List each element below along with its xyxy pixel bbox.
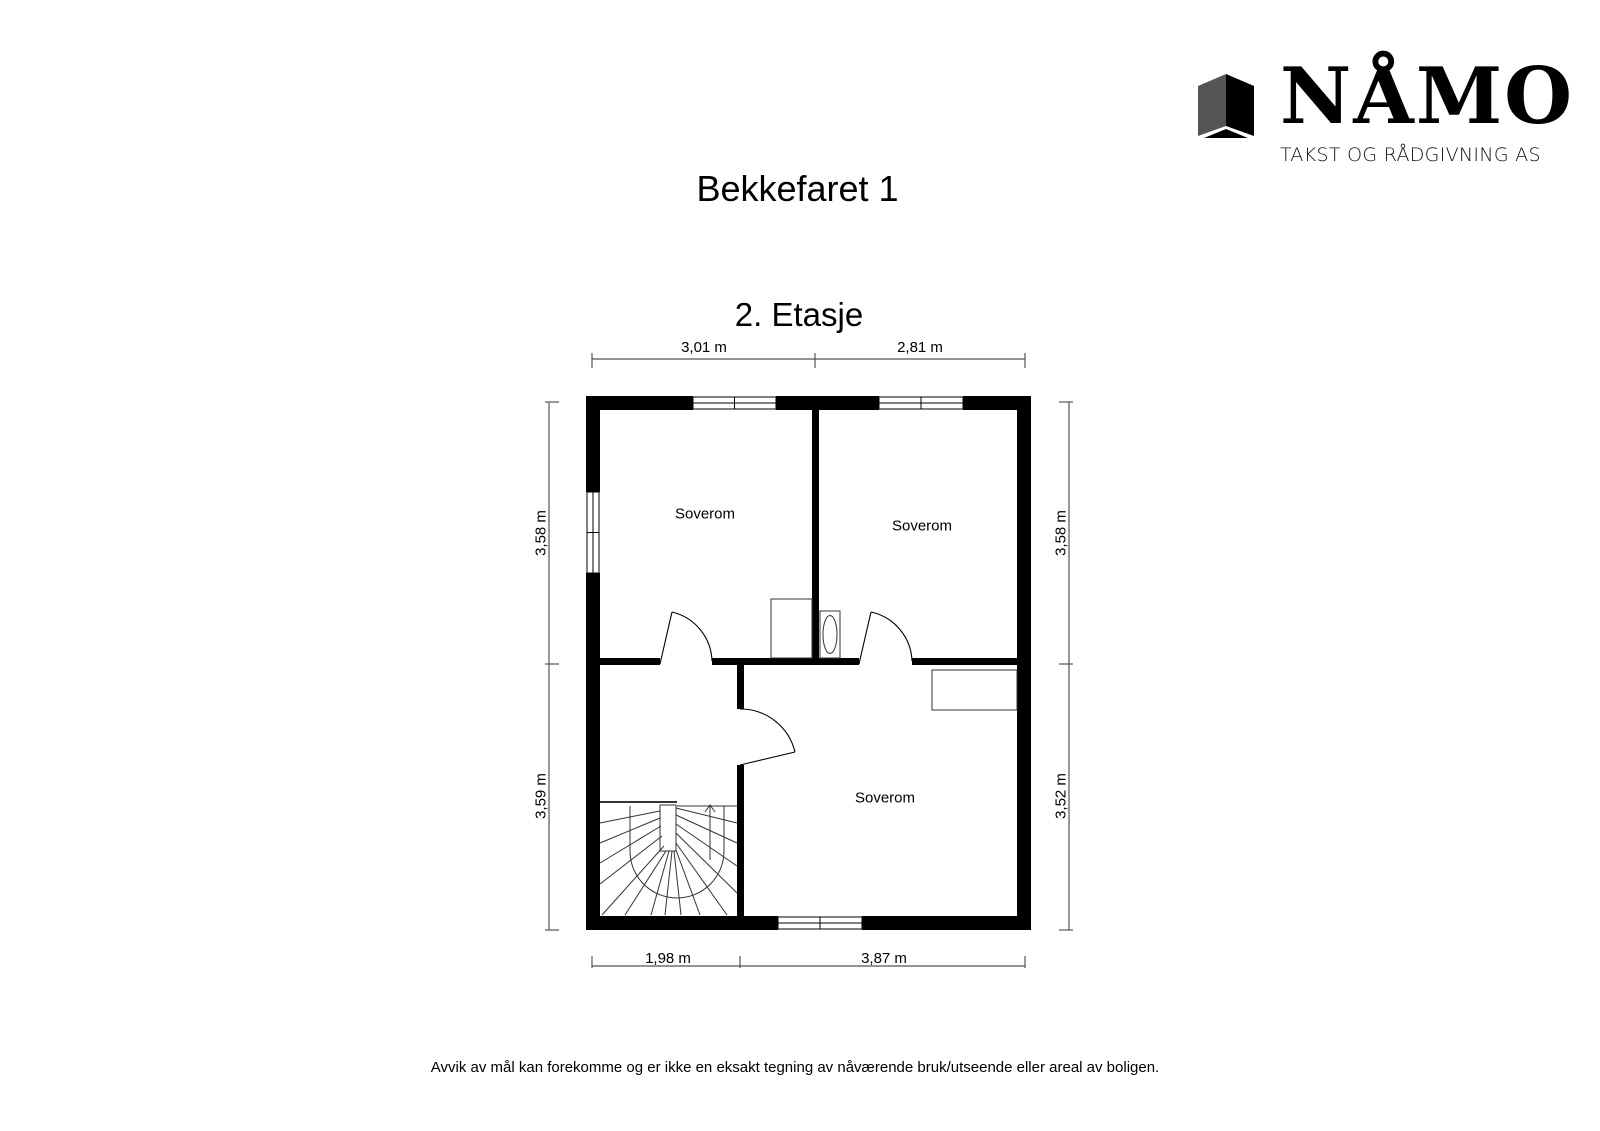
room-label-bedroom-top-left: Soverom (674, 505, 736, 523)
room-label-bedroom-bottom-right: Soverom (854, 789, 916, 807)
dim-bottom-left: 1,98 m (645, 950, 691, 967)
dimension-lines (545, 353, 1073, 968)
dim-top-left: 3,01 m (681, 339, 727, 356)
floor-title: 2. Etasje (0, 296, 1600, 334)
address-title: Bekkefaret 1 (696, 168, 899, 209)
page-title: Bekkefaret 1 (0, 168, 1599, 210)
namo-logo: NÅMO TAKST OG RÅDGIVNING AS (1198, 58, 1572, 170)
dim-top-right: 2,81 m (897, 339, 943, 356)
dim-left-top: 3,58 m (532, 510, 550, 556)
dim-left-bottom: 3,59 m (532, 773, 550, 819)
fixtures (770, 598, 1018, 711)
house-cube-icon (1198, 74, 1254, 138)
logo-tagline: TAKST OG RÅDGIVNING AS (1280, 144, 1541, 166)
dim-right-bottom: 3,52 m (1052, 773, 1070, 819)
walls (586, 396, 1031, 930)
floor-name: 2. Etasje (734, 296, 864, 333)
doors (659, 611, 913, 766)
windows (586, 396, 964, 930)
logo-wordmark: NÅMO (1280, 51, 1575, 142)
dim-bottom-right: 3,87 m (861, 950, 907, 967)
dim-right-top: 3,58 m (1052, 510, 1070, 556)
disclaimer-text: Avvik av mål kan forekomme og er ikke en… (430, 1059, 1160, 1076)
stairs (599, 801, 738, 916)
room-label-bedroom-top-right: Soverom (891, 517, 953, 535)
